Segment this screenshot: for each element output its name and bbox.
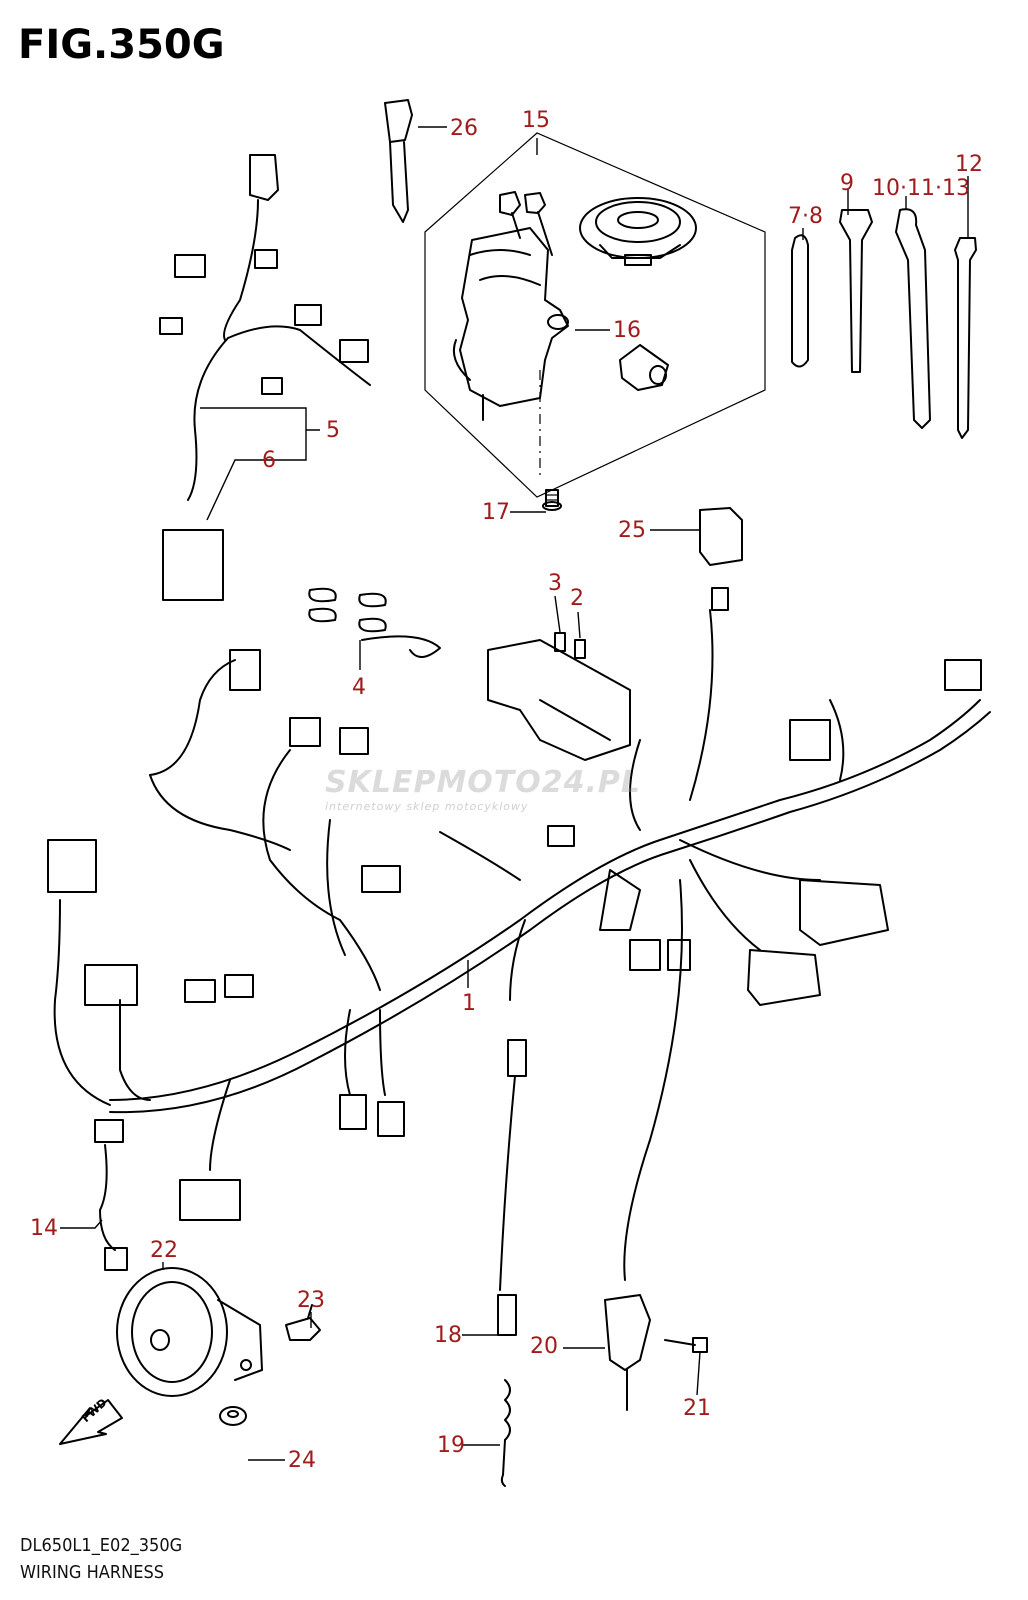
callout-24: 24 [288, 1448, 316, 1473]
sub-harness-icon [159, 154, 371, 601]
cable-tie-icon [791, 208, 977, 439]
figure-caption: WIRING HARNESS [20, 1562, 165, 1583]
nut-icon [219, 1406, 247, 1426]
lock-cylinder-icon [619, 344, 669, 391]
relay-icon [699, 507, 743, 611]
model-code: DL650L1_E02_350G [20, 1535, 183, 1556]
leader-lines [60, 126, 969, 1461]
key-icon [384, 99, 413, 223]
callout-5: 5 [326, 418, 340, 443]
callout-3: 3 [548, 571, 562, 596]
main-harness-icon [47, 609, 991, 1281]
harness-lead-icon [94, 1119, 128, 1271]
callout-1: 1 [462, 991, 476, 1016]
callout-6: 6 [262, 448, 276, 473]
callout-20: 20 [530, 1334, 558, 1359]
horn-icon [116, 1267, 263, 1397]
watermark-text: SKLEPMOTO24.PL [325, 765, 642, 800]
bolt-icon [285, 1304, 321, 1341]
watermark-subtitle: internetowy sklep motocyklowy [325, 800, 529, 813]
fuel-cap-icon [579, 197, 697, 266]
watermark-logo: SKLEPMOTO24.PL [325, 765, 641, 800]
callout-2: 2 [570, 586, 584, 611]
callout-14: 14 [30, 1216, 58, 1241]
callout-16: 16 [613, 318, 641, 343]
callout-4: 4 [352, 675, 366, 700]
callout-22: 22 [150, 1238, 178, 1263]
callout-18: 18 [434, 1323, 462, 1348]
callout-19: 19 [437, 1433, 465, 1458]
clamp-spring-icon [308, 587, 441, 658]
callout-25: 25 [618, 518, 646, 543]
callout-17: 17 [482, 500, 510, 525]
callout-12: 12 [955, 152, 983, 177]
stop-switch-icon [497, 1039, 527, 1487]
callout-10-11-13: 10·11·13 [872, 176, 970, 201]
side-stand-switch-icon [604, 1294, 708, 1411]
screw-icon [542, 489, 562, 511]
ignition-switch-icon [452, 227, 569, 421]
callout-21: 21 [683, 1396, 711, 1421]
ignition-key-icon [499, 191, 553, 256]
ignition-kit-frame [424, 132, 766, 498]
fuse-box-icon [487, 632, 631, 761]
callout-23: 23 [297, 1288, 325, 1313]
callout-7-8: 7·8 [788, 204, 823, 229]
callout-15: 15 [522, 108, 550, 133]
figure-title: FIG.350G [18, 22, 225, 68]
callout-26: 26 [450, 116, 478, 141]
fwd-arrow-icon [59, 1399, 123, 1445]
callout-9: 9 [840, 171, 854, 196]
